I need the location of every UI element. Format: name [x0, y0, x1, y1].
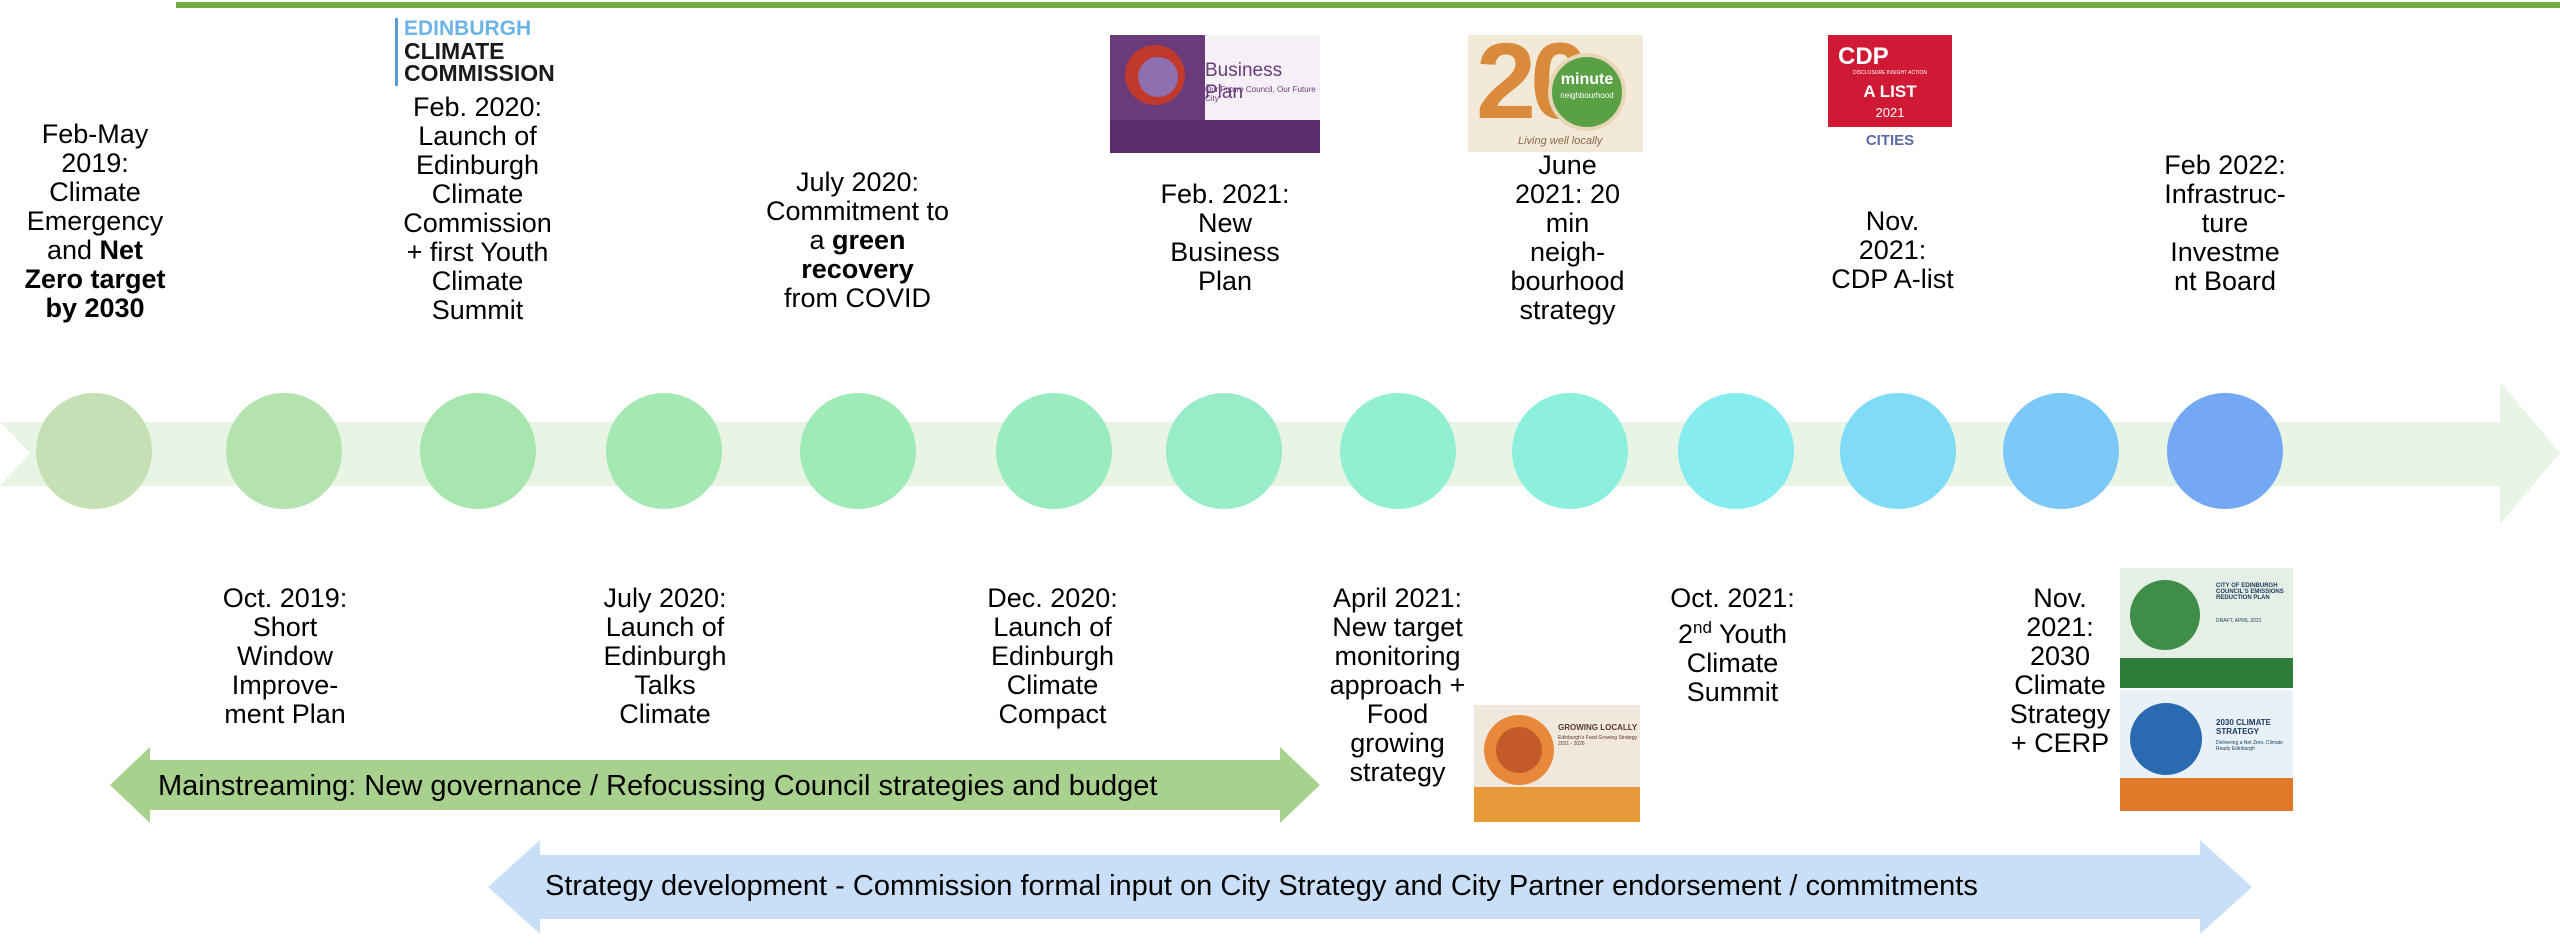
timeline-node — [1166, 393, 1282, 509]
timeline-node — [1678, 393, 1794, 509]
mainstreaming-label: Mainstreaming: New governance / Refocuss… — [158, 770, 1158, 802]
strategy-arrow — [488, 840, 2252, 934]
event-july-2020-talks: July 2020: Launch of Edinburgh Talks Cli… — [603, 583, 727, 729]
timeline-node — [800, 393, 916, 509]
timeline-node — [226, 393, 342, 509]
timeline-node — [1512, 393, 1628, 509]
timeline-node — [1340, 393, 1456, 509]
event-feb-2020: Feb. 2020: Launch of Edinburgh Climate C… — [403, 92, 552, 325]
twenty-minute-logo: 20 minute neighbourhood Living well loca… — [1468, 35, 1643, 152]
event-feb-2022: Feb 2022: Infrastruc-ture Investme nt Bo… — [2164, 150, 2286, 296]
event-oct-2021: Oct. 2021: 2nd Youth Climate Summit — [1670, 583, 1795, 707]
event-nov-2021-2030: Nov. 2021: 2030 Climate Strategy + CERP — [2009, 583, 2111, 758]
event-dec-2020: Dec. 2020: Launch of Edinburgh Climate C… — [987, 583, 1118, 729]
event-july-2020-green: July 2020: Commitment to a green recover… — [765, 167, 950, 313]
event-feb-2021: Feb. 2021: New Business Plan — [1160, 179, 1290, 296]
event-oct-2019: Oct. 2019: Short Window Improve-ment Pla… — [222, 583, 348, 729]
event-nov-2021-cdp: Nov. 2021: CDP A-list — [1831, 206, 1954, 294]
growing-locally-cover: GROWING LOCALLY Edinburgh's Food Growing… — [1474, 705, 1640, 822]
event-april-2021: April 2021: New target monitoring approa… — [1329, 583, 1466, 787]
top-accent-line — [176, 2, 2560, 8]
strategy-label: Strategy development - Commission formal… — [545, 870, 1978, 902]
mainstreaming-arrow — [110, 747, 1320, 823]
cdp-icon: CDP — [1838, 43, 1889, 70]
timeline-node — [2167, 393, 2283, 509]
cdp-alist-logo: CDP DISCLOSURE INSIGHT ACTION A LIST 202… — [1828, 35, 1952, 153]
timeline-node — [420, 393, 536, 509]
timeline-node — [1840, 393, 1956, 509]
timeline-node — [36, 393, 152, 509]
business-plan-cover: Business Plan Our Future Council, Our Fu… — [1110, 35, 1320, 153]
event-feb-may-2019: Feb-May 2019: Climate Emergency and Net … — [24, 119, 166, 323]
timeline-node — [2003, 393, 2119, 509]
timeline-node — [606, 393, 722, 509]
timeline-node — [996, 393, 1112, 509]
event-june-2021: June 2021: 20 min neigh-bourhood strateg… — [1510, 150, 1625, 325]
cerp-2030-covers: CITY OF EDINBURGH COUNCIL'S EMISSIONS RE… — [2120, 568, 2293, 811]
ecc-logo: EDINBURGH CLIMATE COMMISSION — [395, 18, 568, 86]
